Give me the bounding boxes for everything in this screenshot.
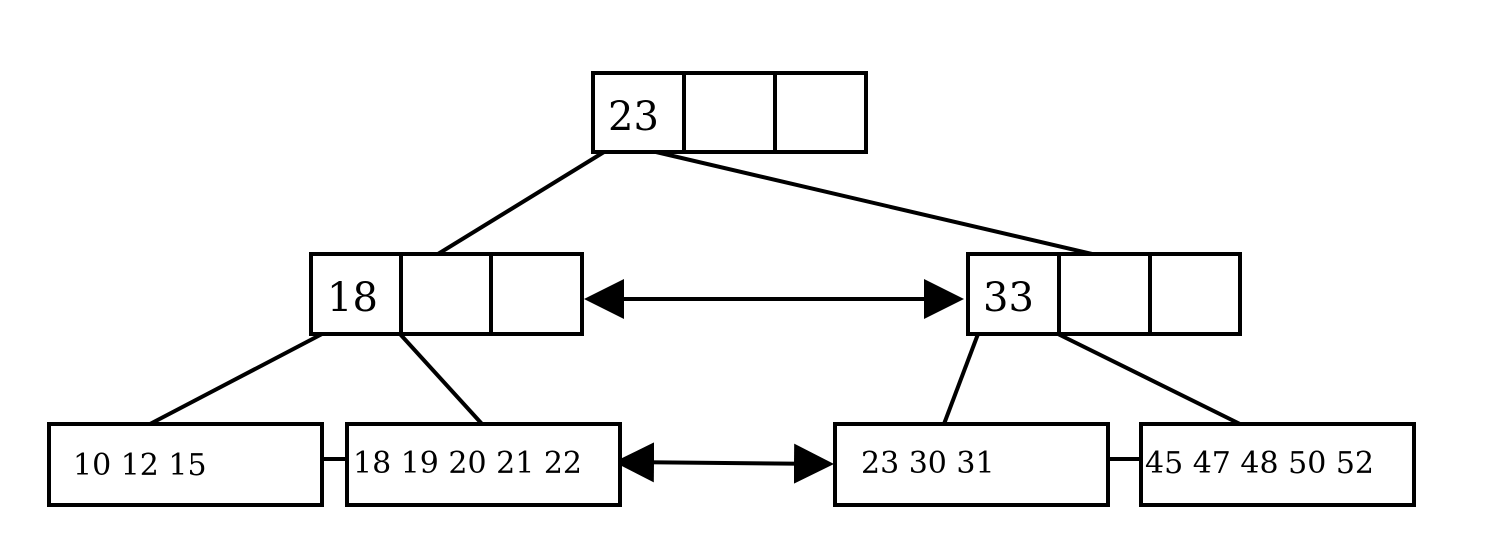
edge-left-internal-to-leaf-1 <box>149 332 323 426</box>
leaf-3-box <box>833 422 1110 507</box>
root-key-1: 23 <box>608 94 659 140</box>
internal-right-key-1: 33 <box>983 275 1034 321</box>
leaf-2-keys: 18 19 20 21 22 <box>353 446 582 481</box>
sibling-arrow-leaves <box>614 442 834 484</box>
internal-right-key-cell-2 <box>1057 252 1152 336</box>
edge-left-internal-to-leaf-2 <box>398 332 484 426</box>
leaf-node-3: 23 30 31 <box>833 422 1110 507</box>
root-key-cell-2 <box>682 71 777 154</box>
leaf-4-box <box>1139 422 1416 507</box>
root-node: 23 <box>591 71 868 154</box>
edge-right-internal-to-leaf-3 <box>942 333 980 425</box>
leaf-node-1: 10 12 15 <box>47 422 324 507</box>
internal-left-key-cell-3 <box>489 252 584 336</box>
leaf-2-box <box>345 422 622 507</box>
leaf-3-keys: 23 30 31 <box>861 446 995 481</box>
edge-right-internal-to-leaf-4 <box>1057 332 1241 426</box>
edge-root-to-right-internal <box>655 150 1093 256</box>
internal-right-key-cell-1 <box>966 252 1061 336</box>
internal-left-key-cell-2 <box>399 252 493 336</box>
root-key-cell-3 <box>773 71 868 154</box>
root-key-cell-1 <box>591 71 686 154</box>
edge-root-to-left-internal <box>436 150 606 256</box>
leaf-1-box <box>47 422 324 507</box>
leaf-node-2: 18 19 20 21 22 <box>345 422 622 507</box>
internal-right-key-cell-3 <box>1148 252 1242 336</box>
internal-left-key-cell-1 <box>309 252 403 336</box>
leaf-4-keys: 45 47 48 50 52 <box>1145 446 1374 481</box>
internal-node-left: 18 <box>309 252 584 336</box>
leaf-1-keys: 10 12 15 <box>73 448 207 483</box>
leaf-node-4: 45 47 48 50 52 <box>1139 422 1416 507</box>
internal-left-key-1: 18 <box>327 275 378 321</box>
internal-node-right: 33 <box>966 252 1242 336</box>
